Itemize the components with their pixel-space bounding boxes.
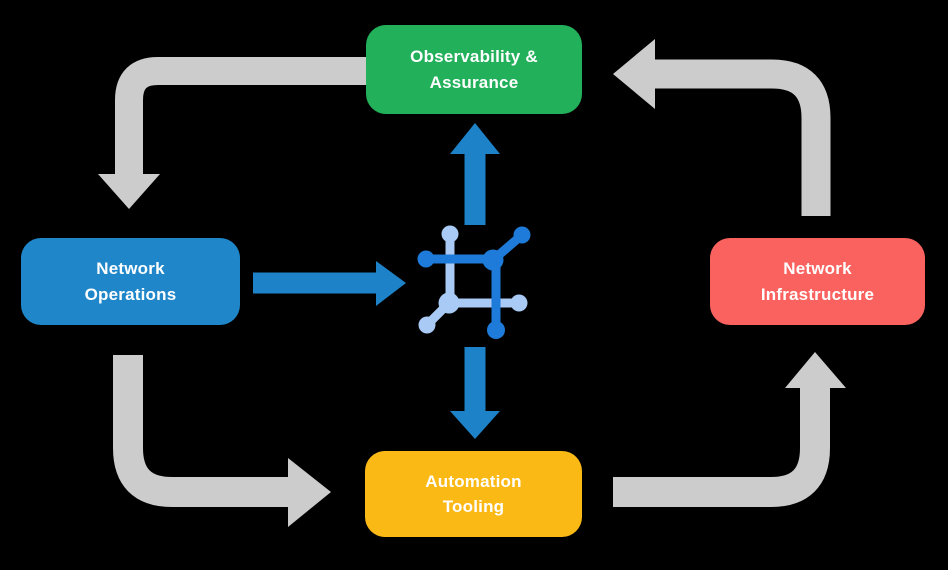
arrowhead-up-icon [785,352,846,388]
arrowhead-up-icon [450,123,500,154]
node-automation-tooling-label: Automation Tooling [425,471,522,517]
arrow-operations-to-center [253,261,406,306]
arrow-observability-to-operations [98,57,366,209]
node-network-infrastructure: Network Infrastructure [710,238,925,325]
node-automation-tooling: Automation Tooling [365,451,582,537]
node-network-operations: Network Operations [21,238,240,325]
network-mesh-icon-dark-part [417,226,531,339]
node-observability-assurance-label: Observability & Assurance [410,47,538,92]
arrowhead-down-icon [98,174,160,209]
network-mesh-icon-light-part [418,225,528,334]
arrowhead-left-icon [613,39,655,109]
arrowhead-right-icon [288,458,331,527]
arrowhead-right-icon [376,261,406,306]
arrowhead-down-icon [450,411,500,439]
node-network-infrastructure-label: Network Infrastructure [760,259,875,304]
arrow-shaft [113,355,289,507]
arrow-tooling-to-infrastructure [613,352,846,507]
node-network-operations-label: Network Operations [84,259,177,304]
arrow-operations-to-tooling [113,355,331,527]
arrow-shaft [115,57,366,175]
arrow-center-to-observability [450,123,500,225]
arrow-shaft [613,387,830,507]
network-mesh-icon [417,225,531,339]
arrow-center-to-tooling [450,347,500,439]
arrow-shaft [654,59,831,216]
node-observability-assurance: Observability & Assurance [366,25,582,114]
arrow-infrastructure-to-observability [613,39,831,216]
